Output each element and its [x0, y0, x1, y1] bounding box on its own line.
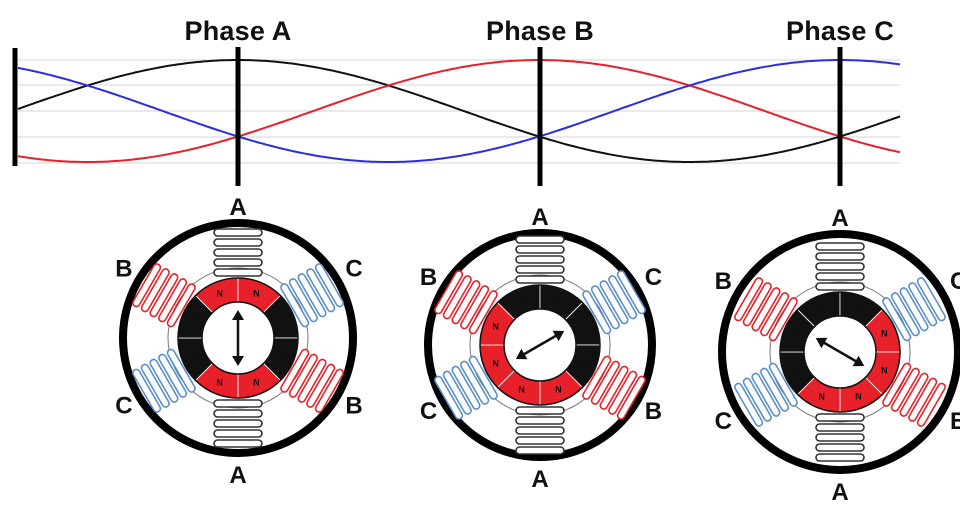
- stator-coil: [582, 355, 646, 420]
- rotor-pole-label: S: [793, 365, 799, 375]
- rotor-pole-label: N: [881, 365, 888, 375]
- rotor-pole-label: N: [253, 289, 260, 299]
- slot-label-upper-right: C: [645, 264, 662, 291]
- slot-label-lower-right: B: [345, 393, 362, 420]
- slot-label-upper-left: B: [115, 256, 132, 283]
- rotor-pole-label: N: [518, 384, 525, 394]
- stator-coil: [815, 413, 865, 462]
- slot-label-bottom: A: [229, 462, 246, 489]
- stator-coil: [734, 277, 798, 342]
- rotor: N N S S N N S S: [177, 277, 299, 399]
- stator-coil: [815, 242, 865, 291]
- slot-label-lower-right: B: [645, 398, 662, 425]
- rotor-pole-label: N: [818, 391, 825, 401]
- rotor-direction-arrow: [232, 310, 244, 366]
- slot-label-lower-left: C: [715, 408, 732, 435]
- rotor-pole-label: S: [555, 296, 561, 306]
- stator-coil: [515, 235, 565, 284]
- rotor-pole-label: S: [191, 315, 197, 325]
- slot-label-lower-left: C: [420, 398, 437, 425]
- slot-label-top: A: [531, 204, 548, 231]
- stator-coil: [132, 348, 196, 413]
- slot-label-lower-right: B: [950, 408, 960, 435]
- rotor-pole-label: S: [519, 296, 525, 306]
- rotor-pole-label: N: [492, 322, 499, 332]
- phase-markers: [12, 47, 843, 186]
- rotor-direction-arrow: [815, 337, 865, 367]
- rotor-pole-label: N: [492, 358, 499, 368]
- slot-label-top: A: [229, 194, 246, 221]
- rotor-pole-label: S: [793, 329, 799, 339]
- motor-1: N N S S N N S S A A B C C B: [115, 194, 362, 489]
- stator-coil: [434, 270, 498, 335]
- stator-coil: [280, 263, 344, 328]
- rotor-pole-label: S: [279, 351, 285, 361]
- slot-label-top: A: [831, 205, 848, 232]
- slot-label-bottom: A: [531, 466, 548, 493]
- rotor-pole-label: S: [581, 358, 587, 368]
- motor-cross-sections: N N S S N N S S A A B C C B S S S S N N N N A A B C C B S S N N N N S S A A B C…: [115, 194, 960, 506]
- slot-label-upper-right: C: [950, 268, 960, 295]
- phase-title: Phase A: [185, 16, 292, 46]
- rotor-pole-label: S: [279, 315, 285, 325]
- phase-titles: Phase A Phase B Phase C: [185, 16, 894, 46]
- stator-coil: [132, 263, 196, 328]
- rotor-pole-label: N: [216, 289, 223, 299]
- rotor: S S S S N N N N: [479, 284, 601, 406]
- rotor-pole-label: N: [216, 377, 223, 387]
- stator-coil: [734, 362, 798, 427]
- stator-coil: [213, 228, 263, 277]
- rotor-pole-label: S: [819, 303, 825, 313]
- rotor-pole-label: N: [855, 391, 862, 401]
- stator-coil: [882, 277, 946, 342]
- slot-label-upper-right: C: [345, 256, 362, 283]
- rotor-pole-label: S: [581, 322, 587, 332]
- rotor-pole-label: S: [191, 351, 197, 361]
- rotor-pole-label: N: [881, 329, 888, 339]
- motor-3: S S N N N N S S A A B C C B: [715, 205, 960, 506]
- phase-title: Phase B: [486, 16, 594, 46]
- stator-coil: [582, 270, 646, 335]
- stator-coil: [434, 355, 498, 420]
- stator-coil: [213, 399, 263, 448]
- rotor-pole-label: N: [253, 377, 260, 387]
- rotor: S S N N N N S S: [779, 291, 901, 413]
- slot-label-upper-left: B: [715, 268, 732, 295]
- motor-2: S S S S N N N N A A B C C B: [420, 204, 662, 493]
- stator-coil: [515, 406, 565, 455]
- slot-label-lower-left: C: [115, 393, 132, 420]
- rotor-pole-label: N: [555, 384, 562, 394]
- stator-coil: [882, 362, 946, 427]
- slot-label-upper-left: B: [420, 264, 437, 291]
- waveform-series-0: [17, 59, 901, 163]
- waveform-series-2: [17, 59, 901, 163]
- slot-label-bottom: A: [831, 479, 848, 502]
- phase-title: Phase C: [786, 16, 894, 46]
- stator-coil: [280, 348, 344, 413]
- rotor-direction-arrow: [515, 330, 565, 360]
- waveform-series-1: [17, 59, 901, 163]
- waveform-plot: [17, 59, 901, 163]
- rotor-pole-label: S: [855, 303, 861, 313]
